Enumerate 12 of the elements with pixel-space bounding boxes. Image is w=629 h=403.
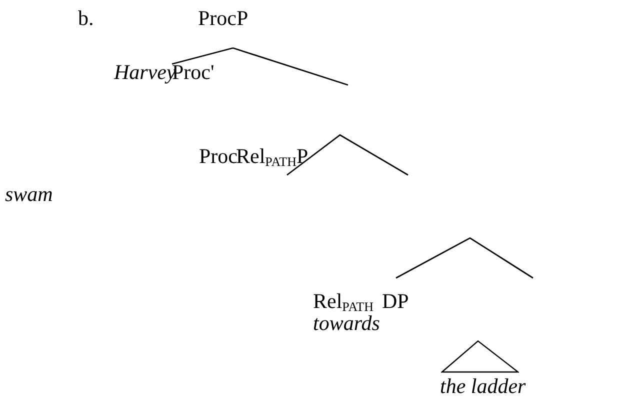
tree-node-label: Rel$_{PATH}$P (236, 144, 308, 168)
tree-node-label: Rel$_{PATH}$ (313, 289, 374, 313)
tree-node-label: Proc (199, 144, 238, 168)
tree-node-label: b. (78, 6, 94, 30)
tree-node-label: DP (382, 289, 409, 313)
word-label: the ladder (440, 374, 526, 398)
tree-branch (172, 47, 234, 65)
word-label: towards (313, 311, 380, 335)
word-label: swam (5, 182, 53, 206)
tree-branch (232, 47, 348, 86)
triangle-shape (441, 340, 519, 373)
tree-node-label: ProcP (198, 6, 248, 30)
